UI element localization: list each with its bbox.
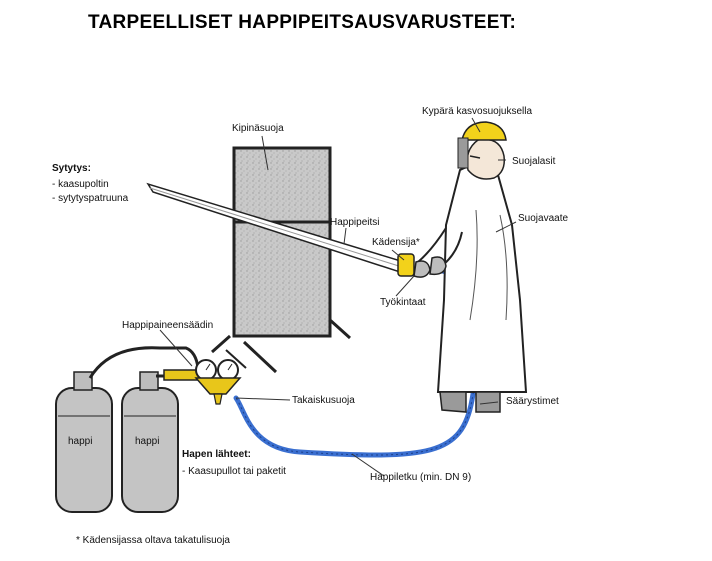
manifold-pipe bbox=[88, 346, 200, 379]
oxygen-hose-label: Happiletku (min. DN 9) bbox=[370, 472, 472, 483]
spark-shield-label: Kipinäsuoja bbox=[232, 123, 284, 134]
spark-shield bbox=[211, 146, 352, 374]
worker bbox=[397, 121, 528, 413]
footnote: * Kädensijassa oltava takatulisuoja bbox=[76, 535, 230, 546]
oxygen-cylinder bbox=[55, 371, 113, 513]
leg-guards-label: Säärystimet bbox=[506, 396, 559, 407]
oxygen-cylinder bbox=[121, 371, 179, 513]
cylinder-label: happi bbox=[68, 436, 93, 447]
helmet-label: Kypärä kasvosuojuksella bbox=[422, 106, 533, 117]
flashback-arrestor-label: Takaiskusuoja bbox=[292, 395, 355, 406]
ignition-heading: Sytytys: bbox=[52, 163, 91, 174]
work-gloves-label: Työkintaat bbox=[380, 297, 426, 308]
regulator bbox=[163, 359, 242, 405]
oxygen-lance-label: Happipeitsi bbox=[330, 217, 380, 228]
ignition-item: - kaasupoltin bbox=[52, 179, 109, 190]
oxygen-sources-heading: Hapen lähteet: bbox=[182, 449, 251, 460]
regulator-label: Happipaineensäädin bbox=[122, 320, 214, 331]
oxygen-sources-item: - Kaasupullot tai paketit bbox=[182, 466, 286, 477]
cylinder-label: happi bbox=[135, 436, 160, 447]
page-title: TARPEELLISET HAPPIPEITSAUSVARUSTEET: bbox=[88, 12, 517, 33]
handle-label: Kädensija* bbox=[372, 237, 420, 248]
goggles-label: Suojalasit bbox=[512, 156, 556, 167]
protective-suit-label: Suojavaate bbox=[518, 213, 569, 224]
leader-lines bbox=[159, 117, 517, 477]
ignition-item: - sytytyspatruuna bbox=[52, 193, 129, 204]
